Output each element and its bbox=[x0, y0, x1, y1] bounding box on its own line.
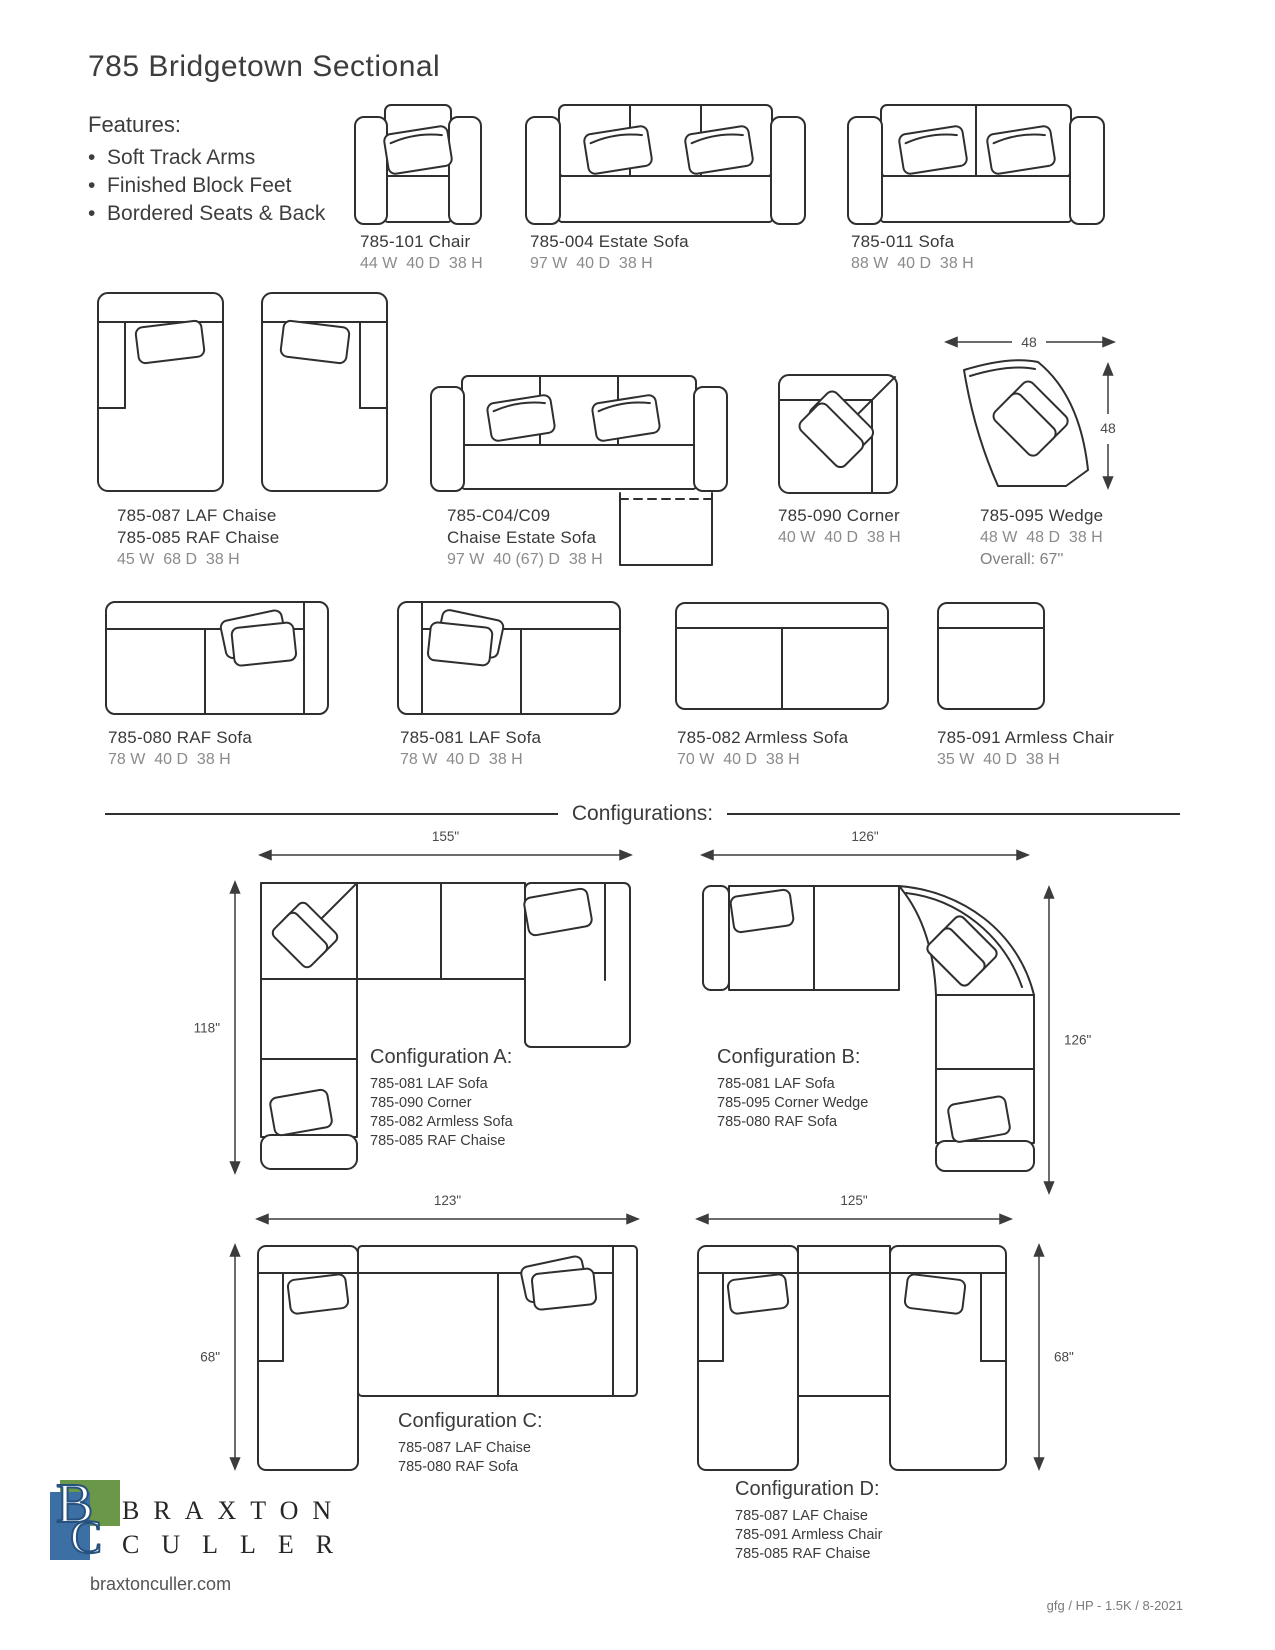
config-b-text: Configuration B: 785-081 LAF Sofa 785-09… bbox=[717, 1046, 869, 1130]
page-title: 785 Bridgetown Sectional bbox=[88, 50, 441, 83]
armless-chair-top-drawing bbox=[935, 600, 1047, 712]
corner-top-drawing bbox=[776, 372, 900, 496]
config-c-width-dim: 123" bbox=[255, 1193, 640, 1226]
config-a-drawing bbox=[258, 880, 633, 1172]
wedge-top-drawing: 48 48 bbox=[940, 328, 1118, 496]
configurations-heading: Configurations: bbox=[571, 802, 714, 825]
estate-sofa-label: 785-004 Estate Sofa 97 W 40 D 38 H bbox=[530, 232, 689, 272]
chaise-pair-top-drawing bbox=[95, 290, 390, 495]
logo-letter-c: C bbox=[69, 1511, 103, 1564]
chaise-label: 785-087 LAF Chaise 785-085 RAF Chaise 45… bbox=[117, 506, 280, 568]
brand-name: BRAXTON CULLER bbox=[122, 1496, 356, 1559]
features-block: Features: Soft Track Arms Finished Block… bbox=[88, 112, 325, 228]
website-link[interactable]: braxtonculler.com bbox=[90, 1574, 232, 1594]
configurations-divider: Configurations: bbox=[105, 802, 1180, 826]
divider-rule bbox=[105, 813, 558, 815]
wedge-label: 785-095 Wedge 48 W 48 D 38 H Overall: 67… bbox=[980, 506, 1104, 568]
armless-sofa-label: 785-082 Armless Sofa 70 W 40 D 38 H bbox=[677, 728, 849, 768]
feature-item: Finished Block Feet bbox=[88, 172, 325, 200]
laf-sofa-top-drawing bbox=[395, 599, 623, 717]
config-b-drawing bbox=[700, 883, 1035, 1195]
logo-blue-square bbox=[50, 1492, 90, 1560]
config-d-drawing bbox=[695, 1243, 1009, 1473]
print-code: gfg / HP - 1.5K / 8-2021 bbox=[1046, 1598, 1183, 1613]
armless-sofa-top-drawing bbox=[673, 600, 891, 712]
feature-item: Bordered Seats & Back bbox=[88, 200, 325, 228]
features-heading: Features: bbox=[88, 112, 181, 137]
chaise-estate-sofa-drawing bbox=[428, 373, 730, 571]
config-a-depth-dim: 118" bbox=[194, 880, 242, 1175]
chaise-estate-sofa-label: 785-C04/C09 Chaise Estate Sofa 97 W 40 (… bbox=[447, 506, 603, 568]
chair-label: 785-101 Chair 44 W 40 D 38 H bbox=[360, 232, 483, 272]
config-b-depth-dim: 126" bbox=[1042, 885, 1091, 1195]
config-b-width-dim: 126" bbox=[700, 829, 1030, 862]
config-d-depth-dim: 68" bbox=[1032, 1243, 1074, 1471]
raf-sofa-label: 785-080 RAF Sofa 78 W 40 D 38 H bbox=[108, 728, 253, 768]
logo-letter-b: B bbox=[55, 1473, 94, 1535]
config-d-width-dim: 125" bbox=[695, 1193, 1013, 1226]
chair-front-drawing bbox=[352, 102, 484, 230]
wedge-width-dim: 48 bbox=[1021, 334, 1037, 350]
feature-item: Soft Track Arms bbox=[88, 144, 325, 172]
wedge-depth-dim: 48 bbox=[1100, 420, 1116, 436]
estate-sofa-front-drawing bbox=[523, 102, 808, 230]
config-a-text: Configuration A: 785-081 LAF Sofa 785-09… bbox=[370, 1046, 513, 1149]
braxton-culler-logo: B C bbox=[50, 1475, 122, 1564]
sofa-front-drawing bbox=[845, 102, 1107, 230]
config-c-drawing bbox=[255, 1243, 640, 1473]
armless-chair-label: 785-091 Armless Chair 35 W 40 D 38 H bbox=[937, 728, 1115, 768]
config-c-text: Configuration C: 785-087 LAF Chaise 785-… bbox=[398, 1410, 543, 1475]
corner-label: 785-090 Corner 40 W 40 D 38 H bbox=[778, 506, 901, 546]
config-d-text: Configuration D: 785-087 LAF Chaise 785-… bbox=[735, 1478, 883, 1562]
laf-sofa-label: 785-081 LAF Sofa 78 W 40 D 38 H bbox=[400, 728, 542, 768]
config-a-width-dim: 155" bbox=[258, 829, 633, 862]
sofa-label: 785-011 Sofa 88 W 40 D 38 H bbox=[851, 232, 974, 272]
divider-rule bbox=[727, 813, 1180, 815]
raf-sofa-top-drawing bbox=[103, 599, 331, 717]
config-c-depth-dim: 68" bbox=[200, 1243, 242, 1471]
